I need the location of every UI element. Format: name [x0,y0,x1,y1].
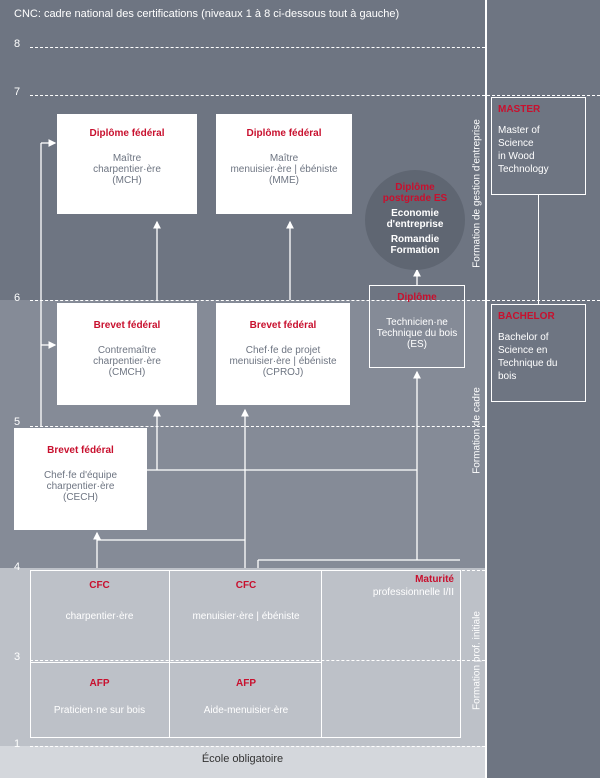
circle-title-1: Diplôme [395,182,435,193]
label-initiale: Formation prof. initiale [471,611,483,710]
box-cech-line1: Chef·fe d'équipe [43,470,118,481]
postgrade-circle: Diplôme postgrade ES Economie d'entrepri… [365,170,465,270]
level-8: 8 [14,38,21,50]
footer-text: École obligatoire [201,753,284,765]
level-line-7 [30,95,485,96]
cell-afp2-text: Aide-menuisier·ère [203,705,289,716]
box-mch-line3: (MCH) [112,175,142,186]
right-panel [487,0,600,778]
bachelor-line1: Bachelor of [498,332,549,343]
circle-line-4: Formation [390,245,440,256]
level-6: 6 [14,292,21,304]
cell-cfc2-title: CFC [235,580,257,591]
circle-line-3: Romandie [390,234,440,245]
cell-cfc2-text: menuisier·ère | ébéniste [192,611,300,622]
bachelor-box: BACHELOR Bachelor of Science en Techniqu… [491,304,586,402]
cell-cfc2: CFC menuisier·ère | ébéniste [170,580,322,622]
bachelor-line4: bois [498,371,517,382]
level-4: 4 [14,561,21,573]
box-cech-line3: (CECH) [63,492,98,503]
level-1: 1 [14,738,21,750]
grid-horizontal-divider [30,662,322,663]
master-line1: Master of [498,125,540,136]
level-5: 5 [14,416,21,428]
box-mch-title: Diplôme fédéral [89,128,165,139]
maturite-outline [322,570,461,738]
connector-lines [40,139,460,568]
box-mch-line1: Maître [112,153,142,164]
box-mch: Diplôme fédéral Maître charpentier·ère (… [57,114,197,214]
cell-afp2: AFP Aide-menuisier·ère [170,678,322,716]
bachelor-line2: Science en [498,345,548,356]
cell-afp1-title: AFP [89,678,110,689]
grid-vertical-divider [169,570,170,738]
box-cproj-line2: menuisier·ère | ébéniste [229,356,337,367]
cell-maturite-text: professionnelle I/II [372,587,454,598]
level-line-3 [30,660,485,661]
box-mme-line1: Maître [269,153,299,164]
master-line3: in Wood [498,151,535,162]
cell-maturite: Maturité professionnelle I/II [330,574,454,598]
box-cmch-line2: charpentier·ère [93,356,161,367]
cell-cfc1-text: charpentier·ère [65,611,134,622]
level-line-1 [30,746,485,747]
circle-title-2: postgrade ES [382,193,448,204]
cell-cfc1-title: CFC [89,580,110,591]
box-es-line1: Technicien·ne [386,317,448,328]
box-mme: Diplôme fédéral Maître menuisier·ère | é… [216,114,352,214]
cell-afp1-text: Praticien·ne sur bois [53,705,146,716]
master-bachelor-connector [538,195,539,304]
box-es-title: Diplôme [397,292,437,303]
box-es: Diplôme Technicien·ne Technique du bois … [369,285,465,368]
label-cadre: Formation de cadre [471,387,483,474]
box-cech-title: Brevet fédéral [47,445,114,456]
right-panel-divider [485,0,487,778]
master-line2: Science [498,138,534,149]
box-cech-line2: charpentier·ère [46,481,115,492]
circle-line-2: d'entreprise [386,219,444,230]
bachelor-line3: Technique du [498,358,558,369]
box-cmch-line3: (CMCH) [108,367,146,378]
grid-outline [30,570,322,738]
cell-afp1: AFP Praticien·ne sur bois [30,678,169,716]
box-cmch: Brevet fédéral Contremaître charpentier·… [57,303,197,405]
box-mme-title: Diplôme fédéral [246,128,322,139]
label-gestion: Formation de gestion d'entreprise [471,119,483,268]
level-7: 7 [14,86,21,98]
master-line4: Technology [498,164,549,175]
box-es-line2: Technique du bois [376,328,458,339]
cell-maturite-title: Maturité [415,574,454,585]
box-es-line3: (ES) [407,339,427,350]
box-cproj-line3: (CPROJ) [262,367,304,378]
box-cmch-title: Brevet fédéral [93,320,161,331]
box-cproj-line1: Chef·fe de projet [245,345,321,356]
master-box: MASTER Master of Science in Wood Technol… [491,97,586,195]
level-line-8 [30,47,485,48]
box-mme-line3: (MME) [269,175,299,186]
cell-afp2-title: AFP [236,678,256,689]
box-cmch-line1: Contremaître [97,345,157,356]
box-cproj-title: Brevet fédéral [249,320,317,331]
box-cproj: Brevet fédéral Chef·fe de projet menuisi… [216,303,350,405]
cell-cfc1: CFC charpentier·ère [30,580,169,622]
main-light-panel [0,568,485,746]
box-mch-line2: charpentier·ère [93,164,161,175]
level-line-5 [30,426,485,427]
level-3: 3 [14,651,21,663]
master-title: MASTER [498,104,541,115]
header-text: CNC: cadre national des certifications (… [14,8,400,20]
bachelor-title: BACHELOR [498,311,555,322]
footer-band [0,746,485,778]
right-level-line-6 [487,300,600,301]
box-cech: Brevet fédéral Chef·fe d'équipe charpent… [14,428,147,530]
level-line-6 [30,300,485,301]
right-level-line-7 [487,95,600,96]
circle-line-1: Economie [391,208,439,219]
box-mme-line2: menuisier·ère | ébéniste [230,164,338,175]
